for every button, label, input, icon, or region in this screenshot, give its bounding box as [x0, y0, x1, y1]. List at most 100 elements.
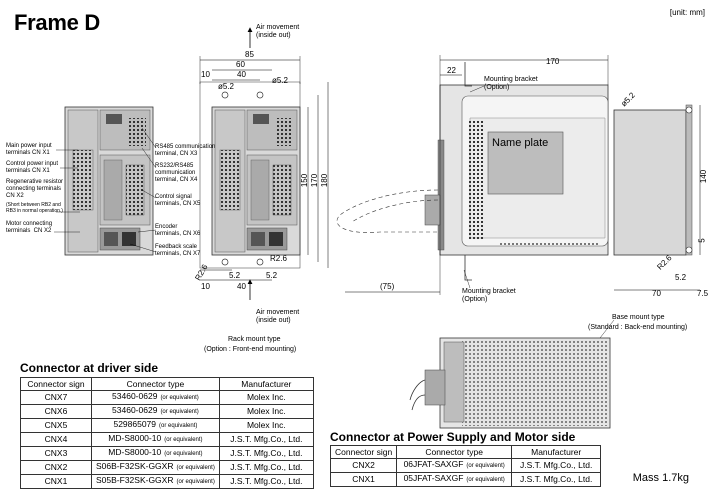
connector-type-cell: 529865079(or equivalent): [91, 418, 220, 433]
label-main-power: Main power input terminals CN X1: [6, 143, 52, 156]
unit-label: [unit: mm]: [669, 8, 705, 17]
connector-sign-cell: CNX2: [20, 460, 92, 475]
equivalent-note: (or equivalent): [160, 395, 199, 401]
equivalent-note: (or equivalent): [466, 463, 505, 469]
dim-170: 170: [310, 173, 320, 188]
col-connector-type: Connector type: [396, 445, 513, 459]
manufacturer-cell: J.S.T. Mfg.Co., Ltd.: [218, 446, 314, 461]
dim-7-5: 7.5: [697, 289, 709, 298]
connector-type-text: S05B-F32SK-GGXR: [96, 475, 174, 485]
col-manufacturer: Manufacturer: [218, 377, 314, 391]
front-view-rack: [199, 27, 329, 300]
col-connector-sign: Connector sign: [20, 377, 92, 391]
page-title: Frame D: [14, 10, 100, 35]
label-regen-note: (Short between RB2 and RB3 in normal ope…: [6, 202, 63, 214]
connector-sign-cell: CNX4: [20, 432, 92, 447]
table-header-row: Connector sign Connector type Manufactur…: [329, 445, 602, 459]
col-manufacturer: Manufacturer: [511, 445, 602, 459]
dim-10-bottom: 10: [201, 282, 210, 291]
table-row: CNX1 S05B-F32SK-GGXR(or equivalent)J.S.T.…: [20, 474, 314, 489]
connector-type-cell: 06JFAT-SAXGF(or equivalent): [396, 458, 513, 473]
manufacturer-cell: J.S.T. Mfg.Co., Ltd.: [218, 474, 314, 489]
power-table-heading: Connector at Power Supply and Motor side: [330, 430, 576, 444]
equivalent-note: (or equivalent): [164, 451, 203, 457]
dim-85: 85: [245, 50, 254, 59]
connector-type-text: S06B-F32SK-GGXR: [96, 461, 174, 471]
manufacturer-cell: J.S.T. Mfg.Co., Ltd.: [218, 432, 314, 447]
equivalent-note: (or equivalent): [466, 477, 505, 483]
manufacturer-cell: J.S.T. Mfg.Co., Ltd.: [218, 460, 314, 475]
dim-70: 70: [652, 289, 661, 298]
connector-type-text: 529865079: [113, 419, 157, 429]
connector-sign-cell: CNX3: [20, 446, 92, 461]
driver-table-heading: Connector at driver side: [20, 361, 159, 375]
connector-sign-cell: CNX7: [20, 390, 92, 405]
dim-75-paren: (75): [380, 282, 395, 291]
label-feedback: Feedback scale terminals, CN X7: [155, 244, 201, 257]
dim-150: 150: [300, 173, 310, 188]
label-mounting-bracket-bottom: Mounting bracket (Option): [462, 288, 516, 303]
top-view: [409, 319, 615, 429]
dim-40-bottom: 40: [237, 282, 246, 291]
connector-sign-cell: CNX5: [20, 418, 92, 433]
col-connector-type: Connector type: [91, 377, 220, 391]
dim-60: 60: [236, 60, 245, 69]
dim-40-top: 40: [237, 70, 246, 79]
equivalent-note: (or equivalent): [160, 409, 199, 415]
connector-type-cell: MD-S8000-10(or equivalent): [91, 432, 220, 447]
dim-dia-left: ø5.2: [218, 82, 235, 91]
equivalent-note: (or equivalent): [164, 437, 203, 443]
dim-10-top: 10: [201, 70, 210, 79]
manufacturer-cell: J.S.T. Mfg.Co., Ltd.: [511, 472, 602, 487]
air-movement-top-label: Air movement (inside out): [256, 24, 300, 39]
label-name-plate: Name plate: [492, 137, 549, 149]
connector-type-cell: 05JFAT-SAXGF(or equivalent): [396, 472, 513, 487]
connector-sign-cell: CNX1: [329, 472, 398, 487]
connector-sign-cell: CNX6: [20, 404, 92, 419]
side-view: [336, 55, 609, 295]
base-view: [613, 104, 701, 291]
label-mounting-bracket-top: Mounting bracket (Option): [484, 76, 538, 91]
table-header-row: Connector sign Connector type Manufactur…: [20, 377, 314, 391]
dim-5: 5: [697, 238, 707, 243]
rack-mount-caption-option: (Option : Front-end mounting): [204, 346, 297, 353]
connector-type-text: MD-S8000-10: [108, 447, 162, 457]
driver-connector-table: Connector sign Connector type Manufactur…: [20, 377, 314, 489]
connector-type-cell: 53460-0629(or equivalent): [91, 404, 220, 419]
mass-label: Mass 1.7kg: [632, 472, 689, 484]
label-rs232: RS232/RS485 communication terminal, CN X…: [155, 163, 198, 183]
base-mount-caption: Base mount type: [612, 314, 665, 321]
label-motor: Motor connecting terminals CN X2: [6, 221, 53, 234]
base-mount-caption-option: (Standard : Back-end mounting): [588, 324, 688, 331]
connector-sign-cell: CNX1: [20, 474, 92, 489]
connector-type-text: 53460-0629: [112, 391, 158, 401]
connector-sign-cell: CNX2: [329, 458, 398, 473]
air-movement-bottom-label: Air movement (inside out): [256, 309, 300, 324]
connector-type-text: 05JFAT-SAXGF: [403, 473, 464, 483]
dim-140: 140: [699, 169, 709, 184]
equivalent-note: (or equivalent): [176, 479, 215, 485]
connector-type-cell: MD-S8000-10(or equivalent): [91, 446, 220, 461]
dim-180: 180: [320, 173, 330, 188]
dim-170-side: 170: [546, 57, 560, 66]
label-encoder: Encoder terminals, CN X6: [155, 224, 201, 237]
label-control-power: Control power input terminals CN X1: [6, 161, 59, 174]
dim-dia-right: ø5.2: [272, 76, 289, 85]
connector-type-text: 06JFAT-SAXGF: [403, 459, 464, 469]
dim-r26-right: R2.6: [270, 254, 287, 263]
manufacturer-cell: Molex Inc.: [218, 404, 314, 419]
label-rs485: RS485 communication terminal, CN X3: [155, 144, 216, 157]
front-view-base: [64, 106, 154, 256]
label-regen: Regenerative resistor connecting termina…: [6, 179, 64, 199]
connector-type-text: MD-S8000-10: [108, 433, 162, 443]
connector-type-cell: 53460-0629(or equivalent): [91, 390, 220, 405]
dim-22: 22: [447, 66, 456, 75]
